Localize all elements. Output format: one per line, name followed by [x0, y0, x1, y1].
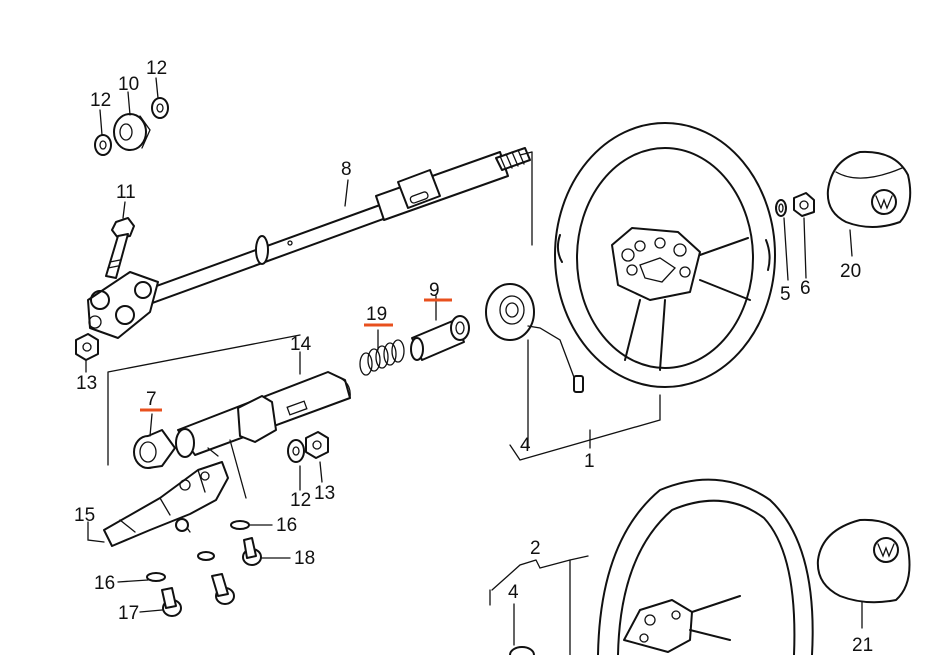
nut-6[interactable]: [793, 192, 815, 217]
label-12-right: 12: [146, 58, 167, 79]
label-14: 14: [290, 334, 312, 355]
leader-lines: [85, 77, 863, 646]
label-5: 5: [780, 284, 791, 305]
washer-16-small[interactable]: [197, 551, 215, 561]
washer-16-right[interactable]: [230, 520, 250, 530]
label-13-middle: 13: [314, 483, 335, 504]
contact-ring-4[interactable]: [485, 283, 584, 393]
universal-joint[interactable]: [87, 271, 159, 339]
label-9: 9: [429, 280, 440, 301]
bolt-17-second[interactable]: [211, 573, 235, 605]
bolt-18[interactable]: [242, 537, 262, 566]
column-tube-14[interactable]: [175, 371, 351, 458]
horn-pad-21[interactable]: [816, 518, 911, 604]
label-12-middle: 12: [290, 490, 311, 511]
label-12-left: 12: [90, 90, 111, 111]
label-19: 19: [366, 304, 387, 325]
steering-shaft-8[interactable]: [117, 147, 531, 315]
label-16-right: 16: [276, 515, 297, 536]
washer-16-left[interactable]: [146, 572, 166, 582]
steering-wheel-upper[interactable]: [554, 122, 776, 388]
steering-wheel-lower[interactable]: [489, 478, 814, 655]
label-13-upper: 13: [76, 373, 97, 394]
label-16-left: 16: [94, 573, 115, 594]
washer-5[interactable]: [775, 199, 787, 217]
label-15: 15: [74, 505, 95, 526]
bearing-7[interactable]: [133, 429, 176, 469]
spring-19[interactable]: [359, 339, 405, 376]
sleeve-9[interactable]: [410, 315, 470, 361]
washer-12-middle[interactable]: [287, 439, 305, 463]
label-2: 2: [530, 538, 541, 559]
bolt-11[interactable]: [105, 217, 135, 279]
washer-12-right[interactable]: [151, 97, 169, 119]
label-21: 21: [852, 635, 873, 655]
label-11: 11: [116, 182, 136, 203]
nut-13-middle[interactable]: [305, 431, 329, 459]
label-6: 6: [800, 278, 811, 299]
steering-wheel-hub: [611, 227, 701, 301]
label-17: 17: [118, 603, 139, 624]
label-1: 1: [584, 451, 595, 472]
label-18: 18: [294, 548, 315, 569]
label-8: 8: [341, 159, 352, 180]
horn-pad-20[interactable]: [826, 150, 912, 228]
label-20: 20: [840, 261, 861, 282]
bolt-17[interactable]: [161, 587, 182, 617]
label-4-upper: 4: [520, 435, 531, 456]
nut-13-upper[interactable]: [75, 333, 99, 361]
mounting-bracket-15[interactable]: [103, 439, 247, 547]
label-7: 7: [146, 389, 157, 410]
label-4-lower: 4: [508, 582, 519, 603]
label-10: 10: [118, 74, 139, 95]
washer-12-left[interactable]: [94, 134, 112, 156]
clamp-10[interactable]: [113, 113, 151, 151]
